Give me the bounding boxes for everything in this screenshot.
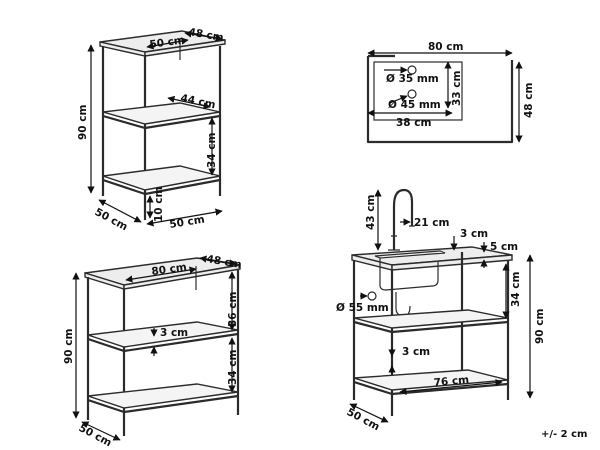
top-plan-width-label: 80 cm [428,41,463,53]
sink-rim-label: 3 cm [460,228,488,240]
small-unit-width-bottom-label: 50 cm [169,214,206,231]
hole-offset-label: 38 cm [396,117,431,129]
hole-large-label: Ø 35 mm [386,73,439,85]
hole-small-label: Ø 45 mm [388,99,441,111]
large-unit-drawing: 80 cm 48 cm 90 cm 36 cm 3 cm 34 cm 50 cm [63,253,243,449]
hole-depth-label: 33 cm [451,71,463,106]
small-unit-bottom-clearance-label: 10 cm [153,187,165,222]
large-unit-bottom-shelf [87,383,239,409]
small-unit-depth-bottom-label: 50 cm [93,206,130,233]
top-plan-drawing: 80 cm Ø 35 mm Ø 45 mm 38 cm 33 cm 48 cm [366,41,535,144]
sink-unit-drawing: 43 cm 21 cm 3 cm 5 cm Ø 55 mm 90 cm 34 c… [336,188,546,433]
sink-unit-shelf-thickness-label: 3 cm [402,346,430,358]
small-unit-drawing: 50 cm 48 cm 90 cm 44 cm 34 cm 10 cm 50 c… [77,26,226,233]
small-unit-bottom-shelf [102,165,221,191]
small-unit-width-top-label: 50 cm [149,34,186,51]
small-unit-height-label: 90 cm [77,105,89,140]
drain [367,291,377,301]
large-unit-lower-gap-label: 34 cm [227,350,239,385]
sink-unit-lower-gap-label: 34 cm [510,272,522,307]
faucet [392,188,414,250]
shelf-width-label: 76 cm [433,374,469,389]
faucet-reach-label: 21 cm [414,217,449,229]
top-thickness-label: 5 cm [490,241,518,253]
faucet-height-label: 43 cm [365,195,377,230]
large-unit-shelf-thickness-label: 3 cm [160,327,188,339]
sink-basin [374,250,446,291]
tolerance-note: +/- 2 cm [541,429,587,440]
large-unit-width-top-label: 80 cm [151,261,188,278]
large-unit-height-label: 90 cm [63,329,75,364]
sink-unit-height-label: 90 cm [534,309,546,344]
top-plan-depth-label: 48 cm [523,83,535,118]
large-unit-middle-shelf [87,321,239,348]
drain-label: Ø 55 mm [336,302,389,314]
large-unit-upper-gap-label: 36 cm [227,292,239,327]
hole-large [407,65,417,75]
large-unit-depth-bottom-label: 50 cm [77,422,114,449]
small-unit-lower-gap-label: 34 cm [206,133,218,168]
hole-small [407,89,417,99]
